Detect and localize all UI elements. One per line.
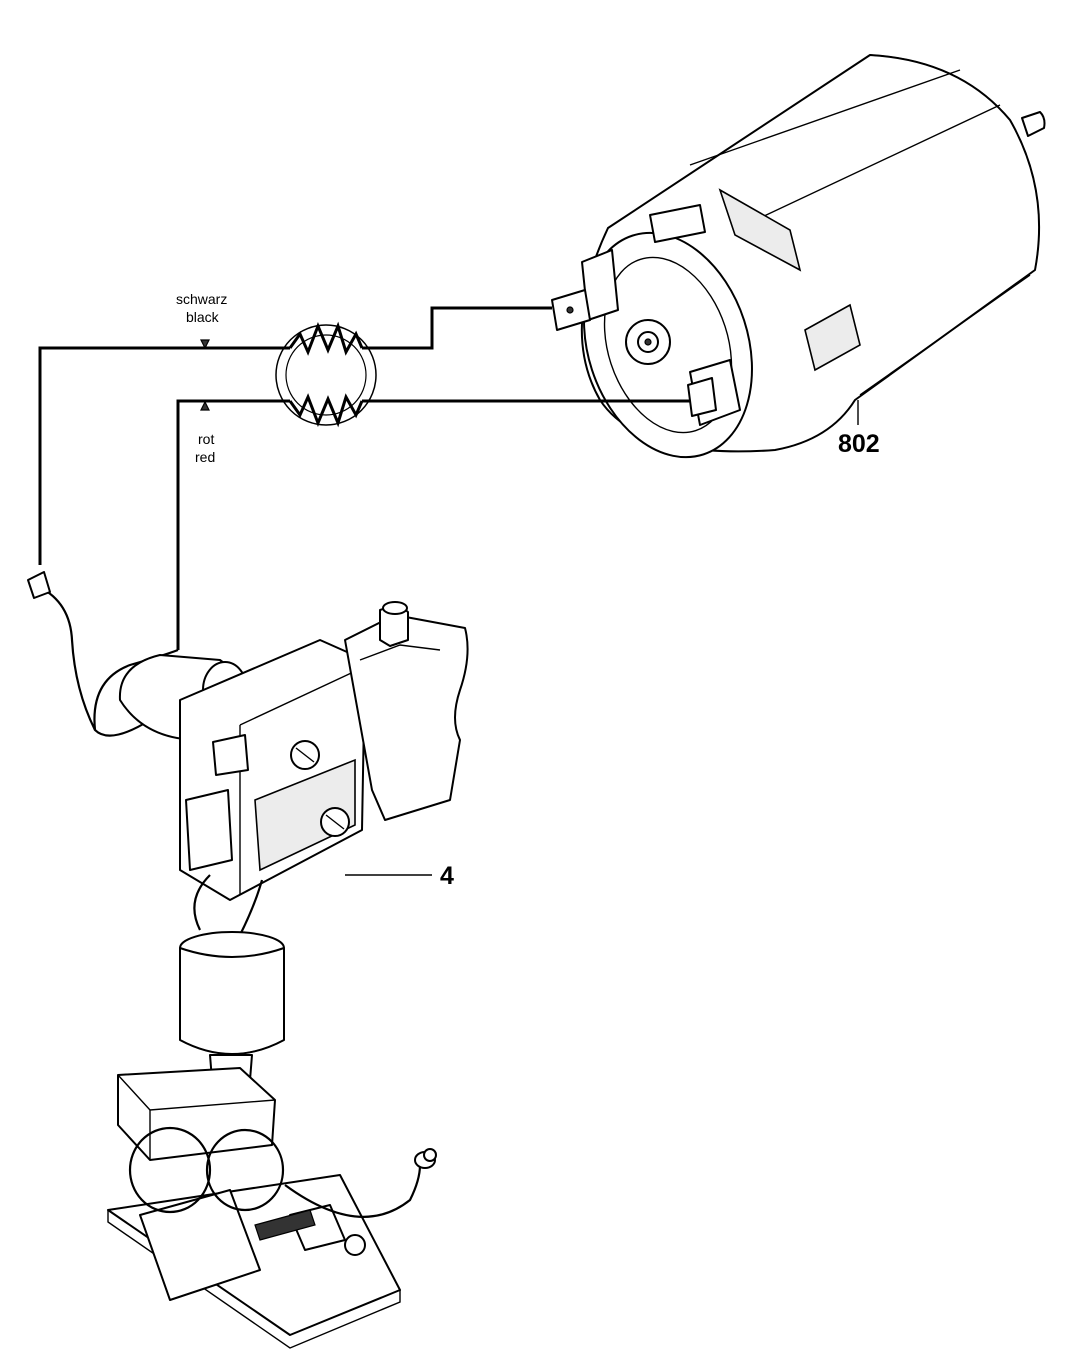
part-number-802: 802 (838, 430, 880, 458)
wire-label-black-de: schwarz (176, 291, 227, 307)
motor-802 (551, 54, 1046, 459)
arrow-black-icon (200, 339, 210, 350)
part-number-4: 4 (440, 862, 454, 890)
crimp-connector-icon (275, 321, 377, 428)
wire-black (38, 306, 552, 565)
wire-red (176, 399, 690, 650)
wire-label-black-en: black (186, 309, 220, 325)
capacitor (179, 931, 285, 1081)
wire-label-red-de: rot (198, 431, 214, 447)
wire-label-red-en: red (195, 449, 215, 465)
arrow-red-icon (200, 400, 210, 411)
control-board (107, 1067, 437, 1349)
switch-assembly-4 (27, 571, 469, 936)
